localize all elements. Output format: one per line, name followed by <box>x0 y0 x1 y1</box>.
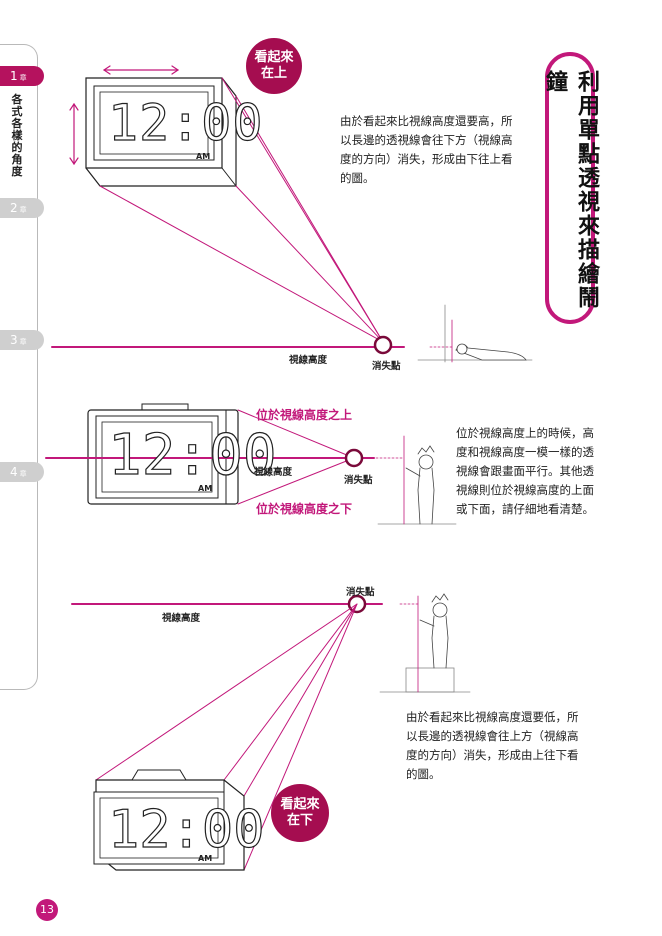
vanishing-point-2 <box>344 448 364 468</box>
top-clock-ampm: AM <box>196 152 211 161</box>
standing-figure-mid <box>375 435 457 525</box>
vanishing-label-2: 消失點 <box>344 475 373 486</box>
eye-level-label-1: 視線高度 <box>289 355 328 366</box>
vanishing-label-1: 消失點 <box>372 361 401 372</box>
page-number: 13 <box>36 899 58 921</box>
badge-looks-below: 看起來在下 <box>271 784 329 842</box>
above-eye-level-label: 位於視線高度之上 <box>256 408 353 422</box>
vanishing-point-1 <box>373 335 393 355</box>
top-clock-display: 12:00 <box>107 94 264 152</box>
below-eye-level-label: 位於視線高度之下 <box>256 502 353 516</box>
eye-level-label-3: 視線高度 <box>162 613 201 624</box>
bot-perspective-lines <box>95 603 358 871</box>
paragraph-mid: 位於視線高度上的時候，高度和視線高度一模一樣的透視線會跟畫面平行。其他透視線則位… <box>456 426 594 516</box>
mid-perspective-lines <box>237 409 355 505</box>
top-perspective-lines <box>99 77 384 343</box>
chapter-rail <box>0 44 38 690</box>
top-clock <box>85 77 237 187</box>
badge-looks-above: 看起來在上 <box>246 38 302 94</box>
mid-clock-ampm: AM <box>198 484 213 493</box>
dimension-arrows <box>69 65 180 166</box>
lying-figure <box>417 304 533 363</box>
mid-clock-display: 12:00 <box>107 423 277 488</box>
paragraph-top: 由於看起來比視線高度還要高，所以長邊的透視線會往下方（視線高度的方向）消失，形成… <box>340 114 513 185</box>
page-title-box: 利用單點透視來描繪鬧鐘 <box>542 52 599 324</box>
bottom-clock-display: 12:00 <box>107 800 265 860</box>
eye-level-label-2: 視線高度 <box>254 467 293 478</box>
chapter-subtitle: 各式各樣的角度 <box>11 93 23 178</box>
bottom-clock <box>93 769 245 871</box>
bottom-clock-ampm: AM <box>198 854 213 863</box>
page-title: 利用單點透視來描繪鬧鐘 <box>542 70 599 310</box>
vanishing-label-3: 消失點 <box>346 587 375 598</box>
paragraph-bottom: 由於看起來比視線高度還要低，所以長邊的透視線會往上方（視線高度的方向）消失，形成… <box>406 710 579 781</box>
standing-figure-bottom <box>379 593 471 693</box>
